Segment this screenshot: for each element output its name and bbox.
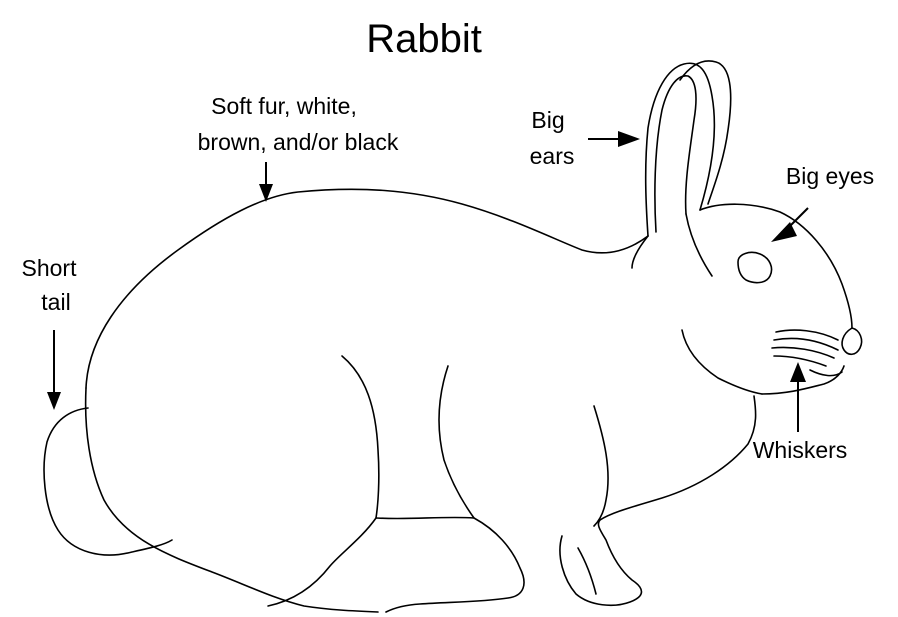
hind-leg-crease: [342, 356, 379, 518]
ears-label-line2: ears: [530, 143, 575, 169]
ear-back: [680, 61, 731, 204]
rabbit-drawing: [44, 61, 861, 612]
rabbit-back-outline: [86, 189, 648, 388]
head-outline: [700, 204, 852, 328]
tail-label-line2: tail: [41, 289, 70, 315]
front-paw: [560, 520, 642, 605]
eyes-arrow: [771, 208, 808, 242]
fur-arrow: [259, 162, 273, 202]
fur-label-line1: Soft fur, white,: [211, 93, 357, 119]
front-leg-front: [600, 396, 756, 520]
eye: [738, 252, 772, 282]
eyes-label: Big eyes: [786, 163, 874, 189]
whiskers-label: Whiskers: [753, 437, 848, 463]
nose: [842, 328, 862, 354]
whiskers-arrow: [790, 362, 806, 432]
tail-arrow: [47, 330, 61, 410]
rabbit-rear-bottom: [86, 388, 378, 612]
fur-label-line2: brown, and/or black: [198, 129, 399, 155]
front-leg-back: [439, 366, 474, 518]
ears-label-line1: Big: [531, 107, 564, 133]
tail-label-line1: Short: [22, 255, 78, 281]
front-paw-toe: [578, 548, 596, 594]
whisker-4: [774, 356, 826, 366]
diagram-title: Rabbit: [366, 17, 482, 61]
rabbit-tail: [44, 408, 172, 555]
mouth: [810, 370, 842, 376]
whisker-2: [774, 338, 838, 350]
ear-inner-base: [686, 214, 712, 276]
hind-leg-thigh: [268, 518, 376, 606]
head-cheek: [682, 330, 762, 394]
hind-foot: [376, 517, 524, 612]
ear-inner-front: [655, 76, 696, 232]
ears-arrow: [588, 131, 640, 147]
front-leg-rear: [594, 406, 608, 526]
